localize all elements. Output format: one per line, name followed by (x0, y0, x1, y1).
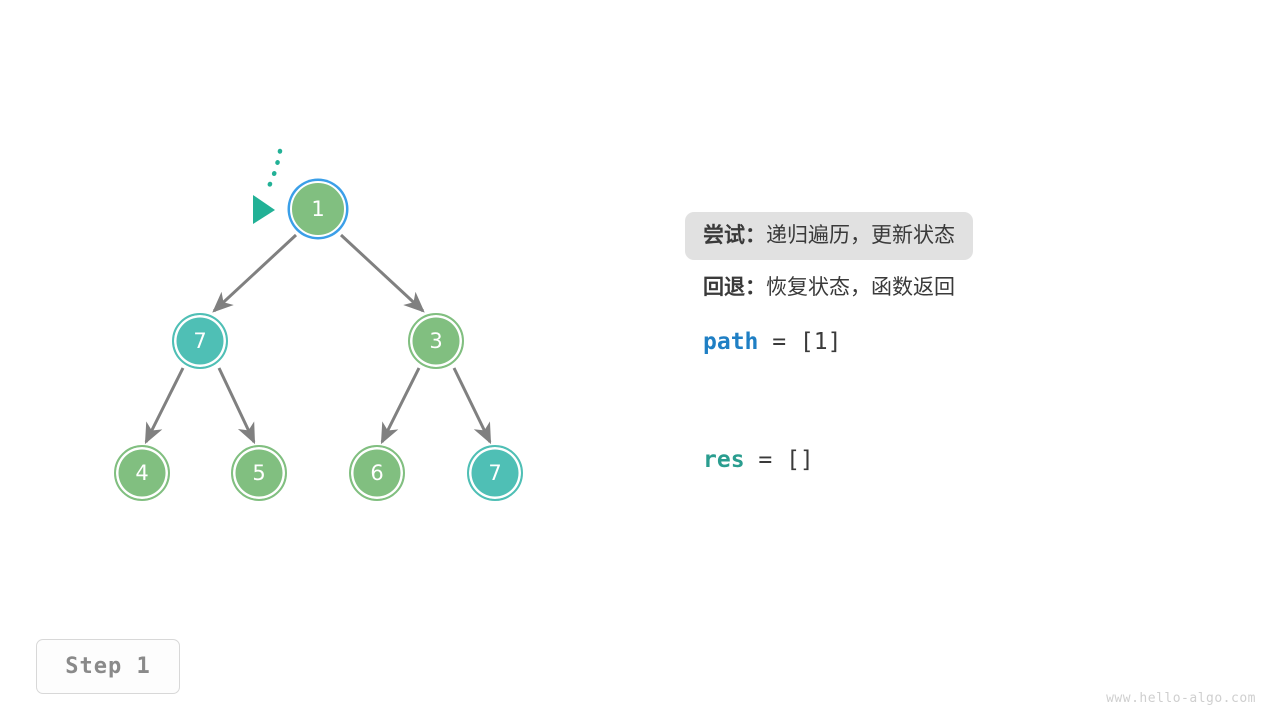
tree-node-left-label: 7 (193, 328, 207, 353)
tree-diagram: 1 7 3 4 5 6 7 (114, 148, 523, 501)
edge-root-to-right (339, 233, 425, 313)
tree-node-right-left-label: 6 (370, 460, 384, 485)
info-back-lead: 回退： (703, 275, 766, 299)
info-back-text: 恢复状态，函数返回 (766, 275, 955, 299)
pointer-arrowhead-icon (253, 195, 275, 224)
tree-node-left-right[interactable]: 5 (231, 445, 287, 501)
edge-right-to-rightright (452, 367, 492, 445)
variable-path-row: path = [1] (703, 331, 841, 354)
variable-path-value: = [1] (758, 329, 842, 355)
variable-path-name: path (703, 329, 759, 355)
info-row-back-wrapper: 回退：恢复状态，函数返回 (685, 264, 1245, 312)
info-panel: 尝试：递归遍历，更新状态 回退：恢复状态，函数返回 (685, 212, 1245, 312)
edge-right-to-rightleft (380, 367, 421, 445)
variable-res-value: = [] (744, 447, 814, 473)
info-try-text: 递归遍历，更新状态 (766, 223, 955, 247)
tree-node-right-right[interactable]: 7 (467, 445, 523, 501)
tree-node-right[interactable]: 3 (408, 313, 464, 369)
watermark-label: www.hello-algo.com (1106, 691, 1256, 706)
info-row-try: 尝试：递归遍历，更新状态 (685, 212, 973, 260)
edge-left-to-leftright (217, 367, 256, 445)
step-badge-label: Step 1 (65, 654, 151, 679)
pointer-dotted-curve (263, 148, 283, 195)
info-row-try-wrapper: 尝试：递归遍历，更新状态 (685, 212, 1245, 264)
tree-node-left-left[interactable]: 4 (114, 445, 170, 501)
tree-node-left[interactable]: 7 (172, 313, 228, 369)
tree-node-right-left[interactable]: 6 (349, 445, 405, 501)
edge-left-to-leftleft (144, 367, 185, 445)
tree-node-root[interactable]: 1 (290, 181, 346, 237)
watermark: www.hello-algo.com (1106, 691, 1256, 706)
variable-res-name: res (703, 447, 745, 473)
info-try-lead: 尝试： (703, 223, 766, 247)
info-row-back: 回退：恢复状态，函数返回 (685, 264, 973, 312)
variable-res-row: res = [] (703, 449, 814, 472)
tree-node-root-label: 1 (311, 196, 325, 221)
tree-node-right-right-label: 7 (488, 460, 502, 485)
step-badge: Step 1 (36, 639, 180, 694)
tree-node-left-right-label: 5 (252, 460, 266, 485)
tree-node-right-label: 3 (429, 328, 443, 353)
tree-edges-layer (144, 148, 492, 445)
edge-root-to-left (212, 233, 298, 313)
tree-node-left-left-label: 4 (135, 460, 149, 485)
